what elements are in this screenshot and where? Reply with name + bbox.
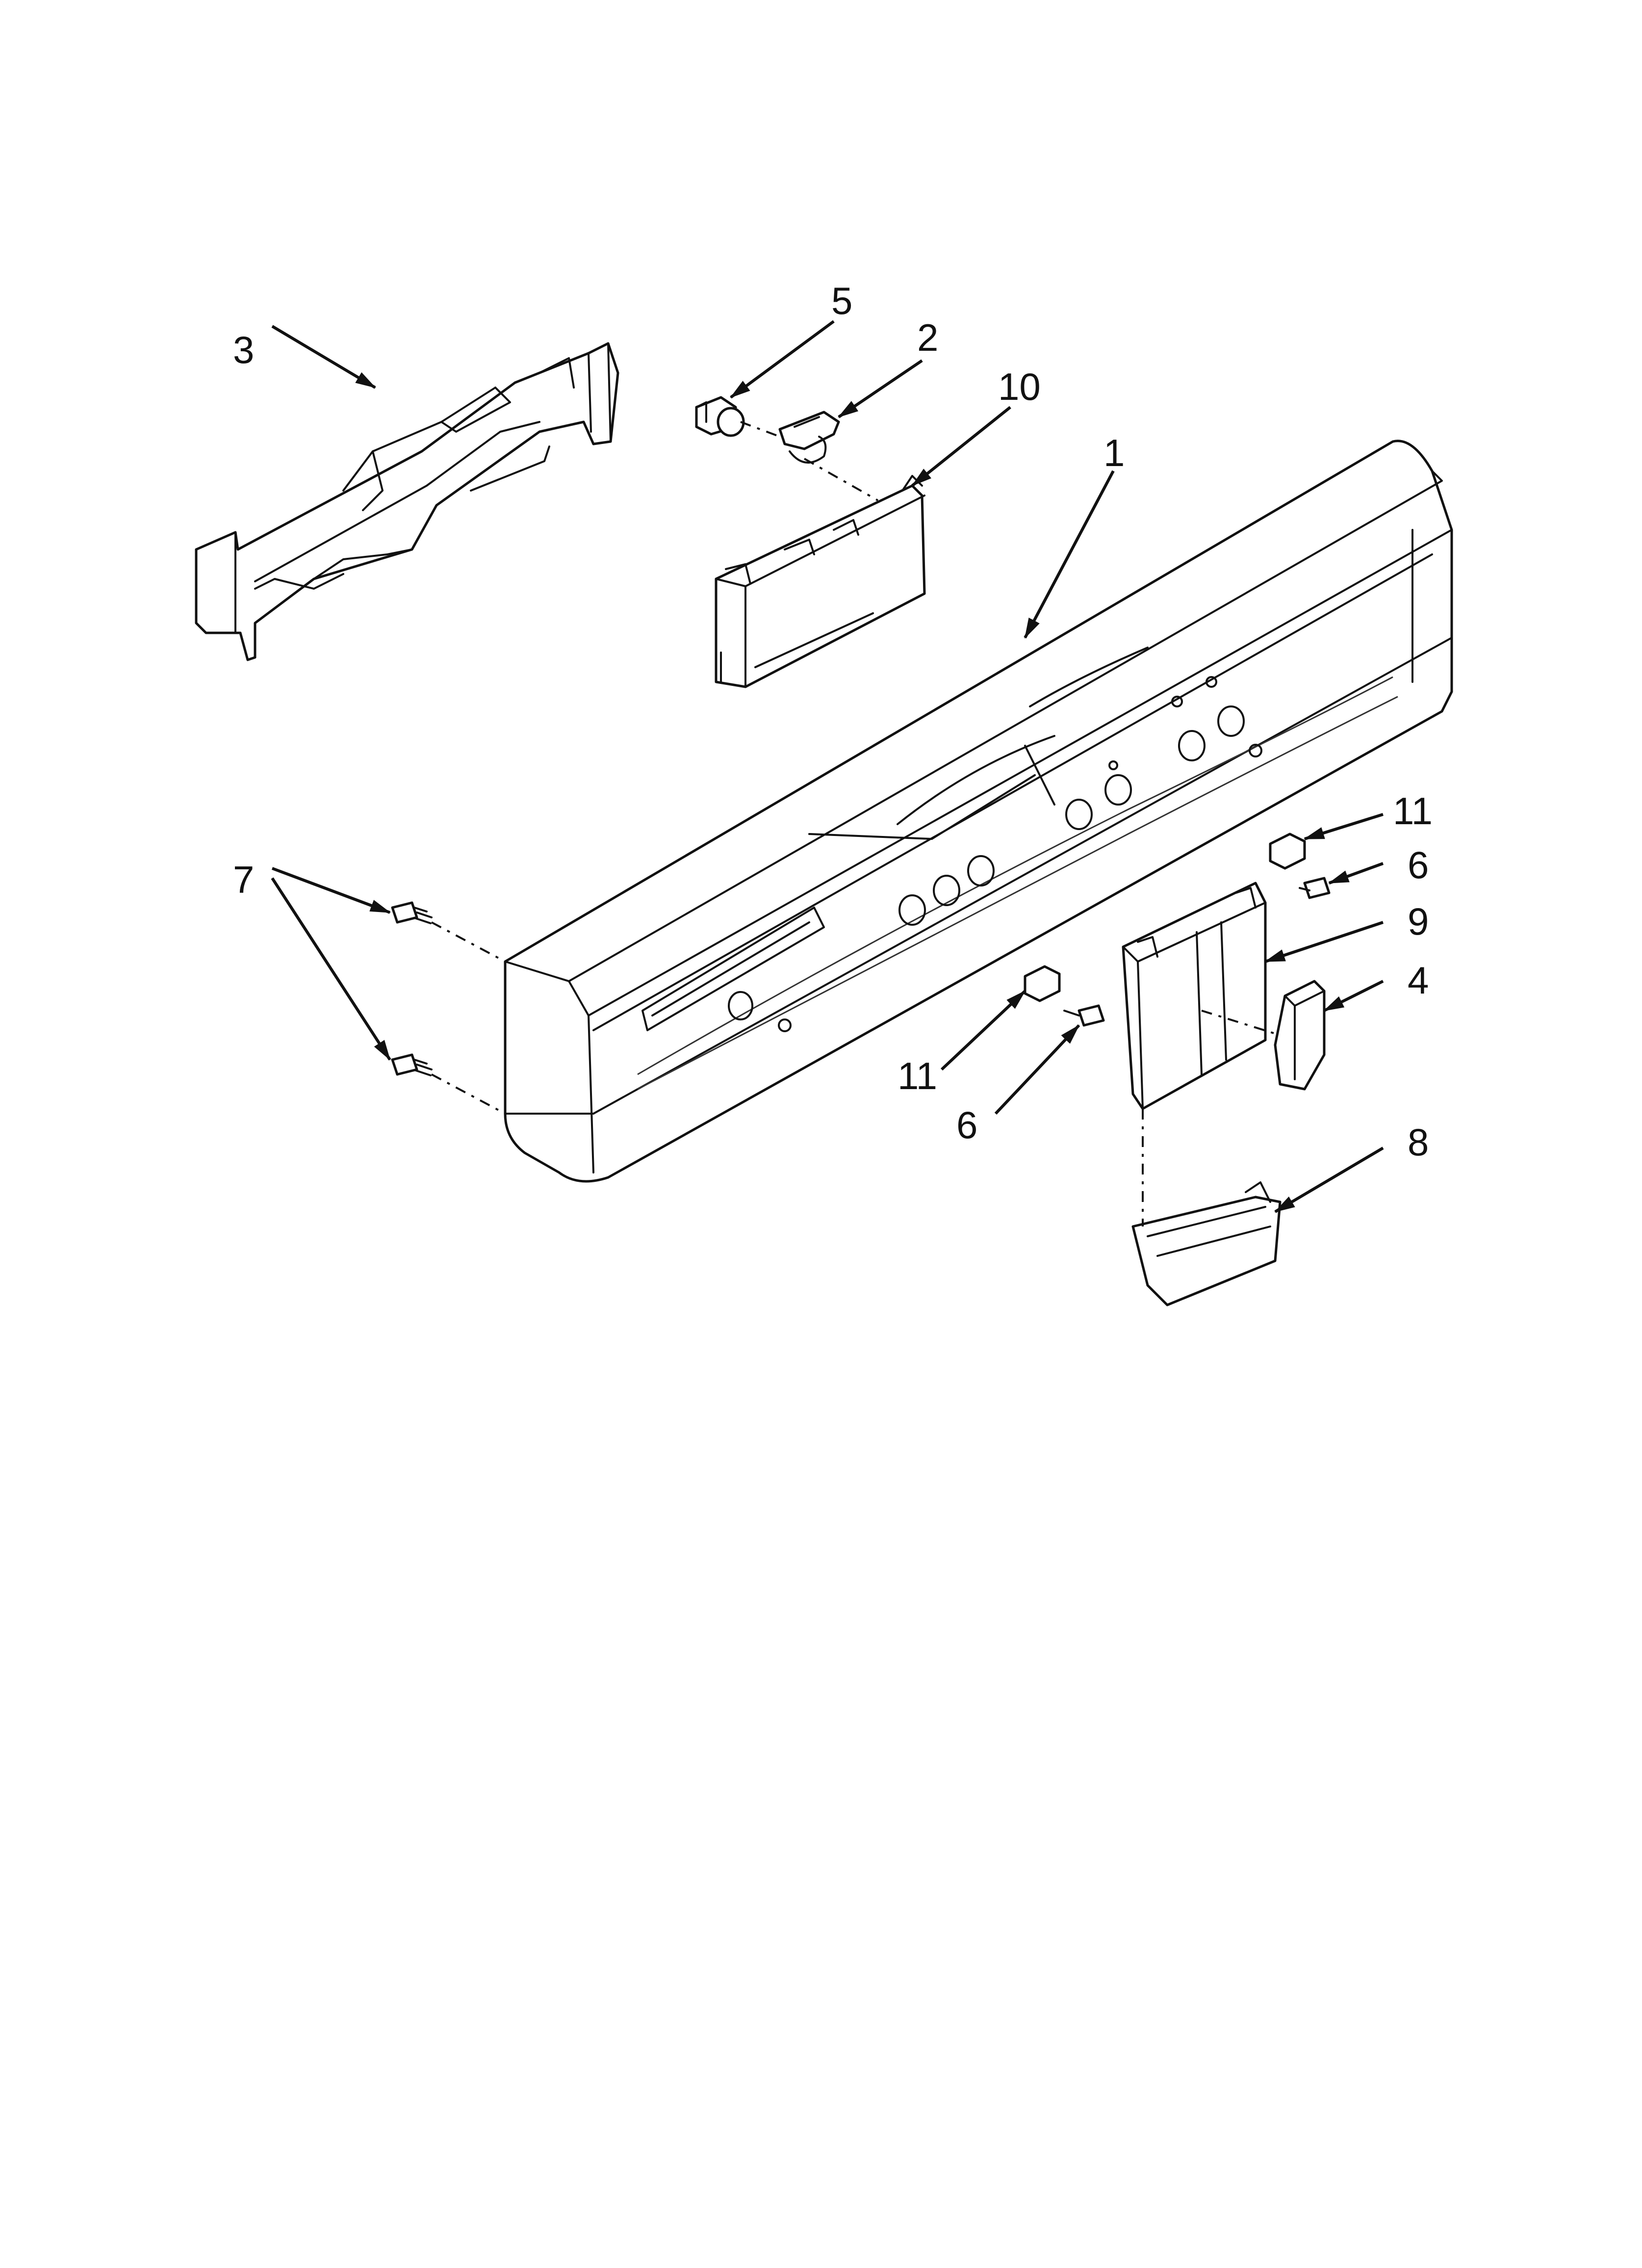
callout-labels: 3 5 2 10 1 7 11 6 9 4 11 6 8	[233, 279, 1433, 1164]
part-6-screw-lower	[1063, 1004, 1105, 1027]
callout-10: 10	[998, 365, 1041, 408]
dash-sensor-clip	[740, 421, 780, 438]
callout-8: 8	[1408, 1121, 1429, 1164]
part-11-clip-upper	[1269, 833, 1306, 870]
dash-board-clip	[804, 458, 878, 501]
dash-screw-lower	[431, 1073, 506, 1115]
callout-11-lower: 11	[898, 1054, 937, 1097]
callout-4: 4	[1408, 959, 1429, 1002]
callout-2: 2	[917, 316, 938, 359]
callout-5: 5	[831, 279, 852, 322]
part-7-screw-lower	[391, 1053, 433, 1076]
part-6-screw-upper	[1299, 877, 1331, 899]
callout-11-upper: 11	[1393, 789, 1433, 833]
part-2-clip	[778, 411, 840, 464]
console-buttons	[728, 676, 1262, 1032]
part-11-clip-lower	[1024, 965, 1061, 1002]
part-3-bracket	[195, 342, 619, 661]
dash-screw-upper	[431, 921, 506, 963]
callout-1: 1	[1103, 431, 1125, 474]
callout-6-lower: 6	[956, 1103, 977, 1147]
callout-9: 9	[1408, 900, 1429, 943]
part-10-control-board	[715, 475, 926, 688]
part-1-console-panel	[504, 440, 1453, 1183]
callout-3: 3	[233, 328, 254, 371]
part-8-bottom-bracket	[1131, 1181, 1282, 1306]
part-7-screw-upper	[391, 901, 433, 924]
part-9-bracket-plate	[1122, 882, 1267, 1110]
leader-lines	[271, 320, 1384, 1213]
part-4-side-bracket	[1274, 980, 1326, 1091]
callout-6-upper: 6	[1408, 843, 1429, 886]
part-5-sensor	[695, 396, 745, 437]
callout-7: 7	[233, 858, 254, 901]
